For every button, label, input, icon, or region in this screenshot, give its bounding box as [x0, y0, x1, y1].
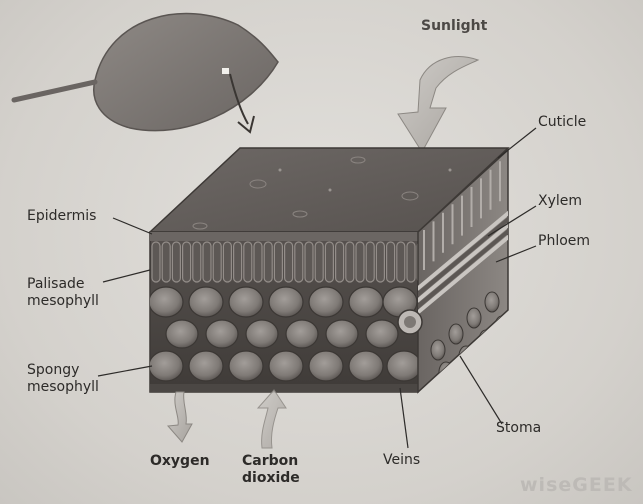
spongy-cell	[286, 320, 318, 348]
spongy-cell	[269, 351, 303, 381]
label-spongy-mesophyll: Spongy mesophyll	[27, 362, 99, 396]
palisade-leader	[103, 270, 150, 282]
palisade-cell	[366, 242, 374, 282]
palisade-cell	[152, 242, 160, 282]
side-spongy-cell	[467, 308, 481, 328]
spongy-cell	[246, 320, 278, 348]
spongy-cell	[149, 351, 183, 381]
palisade-cell	[315, 242, 323, 282]
label-xylem: Xylem	[538, 193, 582, 210]
label-epidermis: Epidermis	[27, 208, 96, 225]
vein-core	[404, 316, 416, 328]
palisade-cell	[264, 242, 272, 282]
palisade-cell	[325, 242, 333, 282]
palisade-cell	[346, 242, 354, 282]
oxygen-arrow	[168, 392, 192, 442]
label-stoma: Stoma	[496, 420, 541, 437]
label-veins: Veins	[383, 452, 420, 469]
palisade-cell	[274, 242, 282, 282]
spongy-cell	[269, 287, 303, 317]
palisade-cell	[376, 242, 384, 282]
spongy-cell	[349, 351, 383, 381]
spongy-cell	[189, 351, 223, 381]
watermark: wiseGEEK	[520, 474, 633, 496]
label-oxygen: Oxygen	[150, 453, 210, 470]
palisade-cell	[305, 242, 313, 282]
spongy-cell	[309, 351, 343, 381]
label-phloem: Phloem	[538, 233, 590, 250]
spongy-cell	[229, 287, 263, 317]
label-palisade-mesophyll: Palisade mesophyll	[27, 276, 99, 310]
side-spongy-cell	[439, 362, 453, 382]
veins-leader	[400, 388, 408, 448]
palisade-cell	[203, 242, 211, 282]
spongy-cell	[349, 287, 383, 317]
lower-epidermis-layer	[150, 384, 418, 392]
spongy-cell	[189, 287, 223, 317]
side-spongy-cell	[485, 292, 499, 312]
palisade-cell	[234, 242, 242, 282]
palisade-cell	[285, 242, 293, 282]
palisade-cell	[295, 242, 303, 282]
side-spongy-cell	[479, 330, 493, 350]
side-spongy-cell	[495, 316, 509, 336]
sunlight-arrow	[398, 57, 478, 152]
palisade-cell	[254, 242, 262, 282]
palisade-cell	[172, 242, 180, 282]
spongy-cell	[166, 320, 198, 348]
spongy-cell	[326, 320, 358, 348]
palisade-cell	[183, 242, 191, 282]
palisade-cell	[336, 242, 344, 282]
palisade-cell	[387, 242, 395, 282]
palisade-cell	[162, 242, 170, 282]
mesophyll-front-face	[149, 232, 425, 392]
spongy-cell	[229, 351, 263, 381]
palisade-cell	[356, 242, 364, 282]
palisade-cell	[213, 242, 221, 282]
label-cuticle: Cuticle	[538, 114, 586, 131]
palisade-cell	[407, 242, 415, 282]
palisade-cell	[223, 242, 231, 282]
carbon-dioxide-arrow	[258, 390, 286, 448]
label-sunlight: Sunlight	[421, 18, 487, 35]
stoma-leader	[460, 356, 502, 424]
spongy-cell	[309, 287, 343, 317]
palisade-cell	[193, 242, 201, 282]
palisade-cell	[244, 242, 252, 282]
spongy-cell	[366, 320, 398, 348]
spongy-leader	[98, 366, 152, 376]
epidermis-leader	[113, 218, 152, 234]
side-spongy-cell	[449, 324, 463, 344]
side-spongy-cell	[431, 340, 445, 360]
leaf-icon	[14, 14, 278, 132]
label-carbon-dioxide: Carbon dioxide	[242, 453, 300, 487]
upper-epidermis-layer	[150, 232, 418, 241]
spongy-cell	[206, 320, 238, 348]
palisade-cell	[397, 242, 405, 282]
spongy-cell	[387, 351, 421, 381]
cuticle-leader	[498, 128, 536, 158]
spongy-cell	[149, 287, 183, 317]
